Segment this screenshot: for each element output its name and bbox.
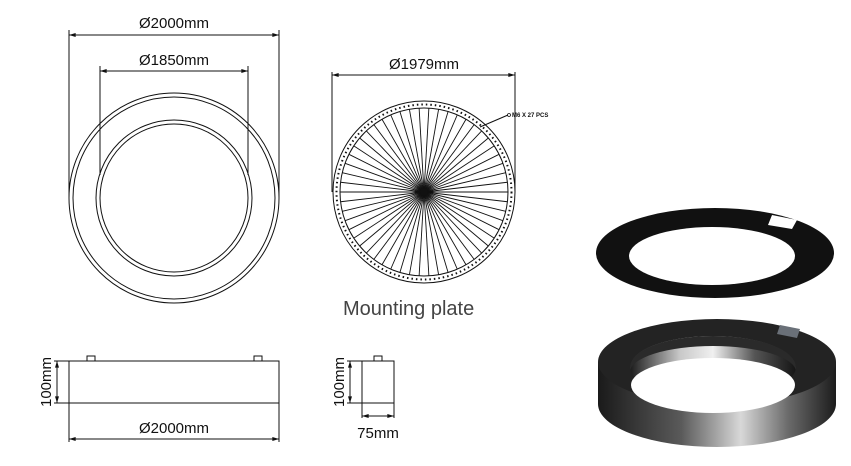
plate-spoke: [423, 191, 475, 260]
plate-spoke: [418, 191, 425, 276]
plate-spoke: [373, 191, 425, 260]
plate-spoke: [344, 162, 425, 193]
section-tab: [373, 355, 383, 362]
inner-ring-edge: [95, 119, 253, 277]
screw-note: M6 X 27 PCS: [512, 113, 548, 119]
side-height-label: 100mm: [38, 357, 55, 407]
mounting-plate-view: Ø1979mm M6 X 27 PCS Mounting plate: [331, 56, 548, 320]
plate-diameter-label: Ø1979mm: [389, 56, 459, 73]
plate-spoke: [423, 191, 495, 239]
plate-spoke: [423, 191, 504, 222]
plate-spoke: [423, 191, 500, 231]
plate-spoke: [408, 109, 425, 193]
side-tab: [86, 355, 96, 362]
plate-spoke: [418, 108, 425, 193]
inner-ring-inner-edge: [99, 123, 249, 273]
plate-spoke: [381, 191, 425, 265]
plate-spoke: [348, 153, 425, 193]
outer-ring-inner-edge: [72, 96, 276, 300]
plate-spoke: [408, 191, 425, 275]
plate-spoke: [353, 191, 425, 239]
plate-spoke: [423, 109, 440, 193]
ring-render-rim-shadow: [630, 336, 796, 372]
plate-spoke: [399, 191, 425, 273]
plate-spoke: [348, 191, 425, 231]
plate-spoke: [423, 191, 508, 203]
screw-leader-line: [479, 114, 509, 128]
outer-diameter-label: Ø2000mm: [139, 15, 209, 32]
plate-spoke: [423, 111, 449, 193]
plate-spoke: [423, 162, 504, 193]
plate-spoke: [423, 191, 489, 247]
plate-spoke: [423, 191, 440, 275]
plate-spoke: [423, 191, 506, 212]
plate-spoke: [359, 191, 425, 247]
plate-spoke: [423, 145, 495, 193]
section-view: 100mm 75mm: [331, 355, 399, 442]
plate-spoke: [423, 124, 475, 193]
plate-spoke: [381, 119, 425, 193]
plate-spoke: [344, 191, 425, 222]
plate-spoke: [423, 137, 489, 193]
plate-spoke: [399, 111, 425, 193]
side-diameter-label: Ø2000mm: [139, 420, 209, 437]
plate-spoke: [373, 124, 425, 193]
plate-spoke: [423, 130, 482, 193]
inner-diameter-label: Ø1850mm: [139, 52, 209, 69]
plate-spoke: [423, 191, 430, 276]
ring-render-opening: [631, 358, 795, 413]
plate-spoke: [366, 191, 425, 254]
plate-spoke: [359, 137, 425, 193]
plate-spoke: [390, 114, 425, 193]
plate-spoke: [390, 191, 425, 270]
plate-render-hole: [629, 227, 795, 285]
plate-spoke: [423, 181, 508, 193]
render-mounting-plate: [596, 208, 834, 298]
screw-holes: [335, 103, 513, 281]
section-height-label: 100mm: [331, 357, 348, 407]
section-width-label: 75mm: [357, 425, 399, 442]
plate-spoke: [423, 191, 449, 273]
leader-end-circle: [507, 113, 511, 117]
plate-spoke: [366, 130, 425, 193]
plate-spoke: [423, 153, 500, 193]
plate-spokes: [340, 108, 508, 276]
section-body: [361, 360, 395, 404]
plate-outer-edge: [332, 100, 516, 284]
top-view: Ø2000mm Ø1850mm: [68, 15, 280, 304]
plate-spoke: [342, 191, 425, 212]
plate-hub: [420, 188, 428, 196]
render-ring-body: [598, 319, 836, 447]
plate-spoke: [423, 191, 482, 254]
mounting-plate-caption: Mounting plate: [343, 298, 474, 320]
plate-spoke: [423, 119, 467, 193]
plate-spoke: [423, 191, 458, 270]
plate-render-cutout: [768, 215, 797, 229]
plate-spoke: [423, 114, 458, 193]
plate-spoke: [423, 108, 430, 193]
side-view: 100mm Ø2000mm: [38, 355, 280, 442]
plate-spoke: [423, 191, 467, 265]
side-body: [68, 360, 280, 404]
ring-render-cutout: [777, 325, 800, 338]
plate-spoke: [423, 172, 506, 193]
plate-spoke: [353, 145, 425, 193]
side-tab: [253, 355, 263, 362]
plate-spoke: [340, 191, 425, 203]
plate-spoke: [340, 181, 425, 193]
plate-spoke: [342, 172, 425, 193]
